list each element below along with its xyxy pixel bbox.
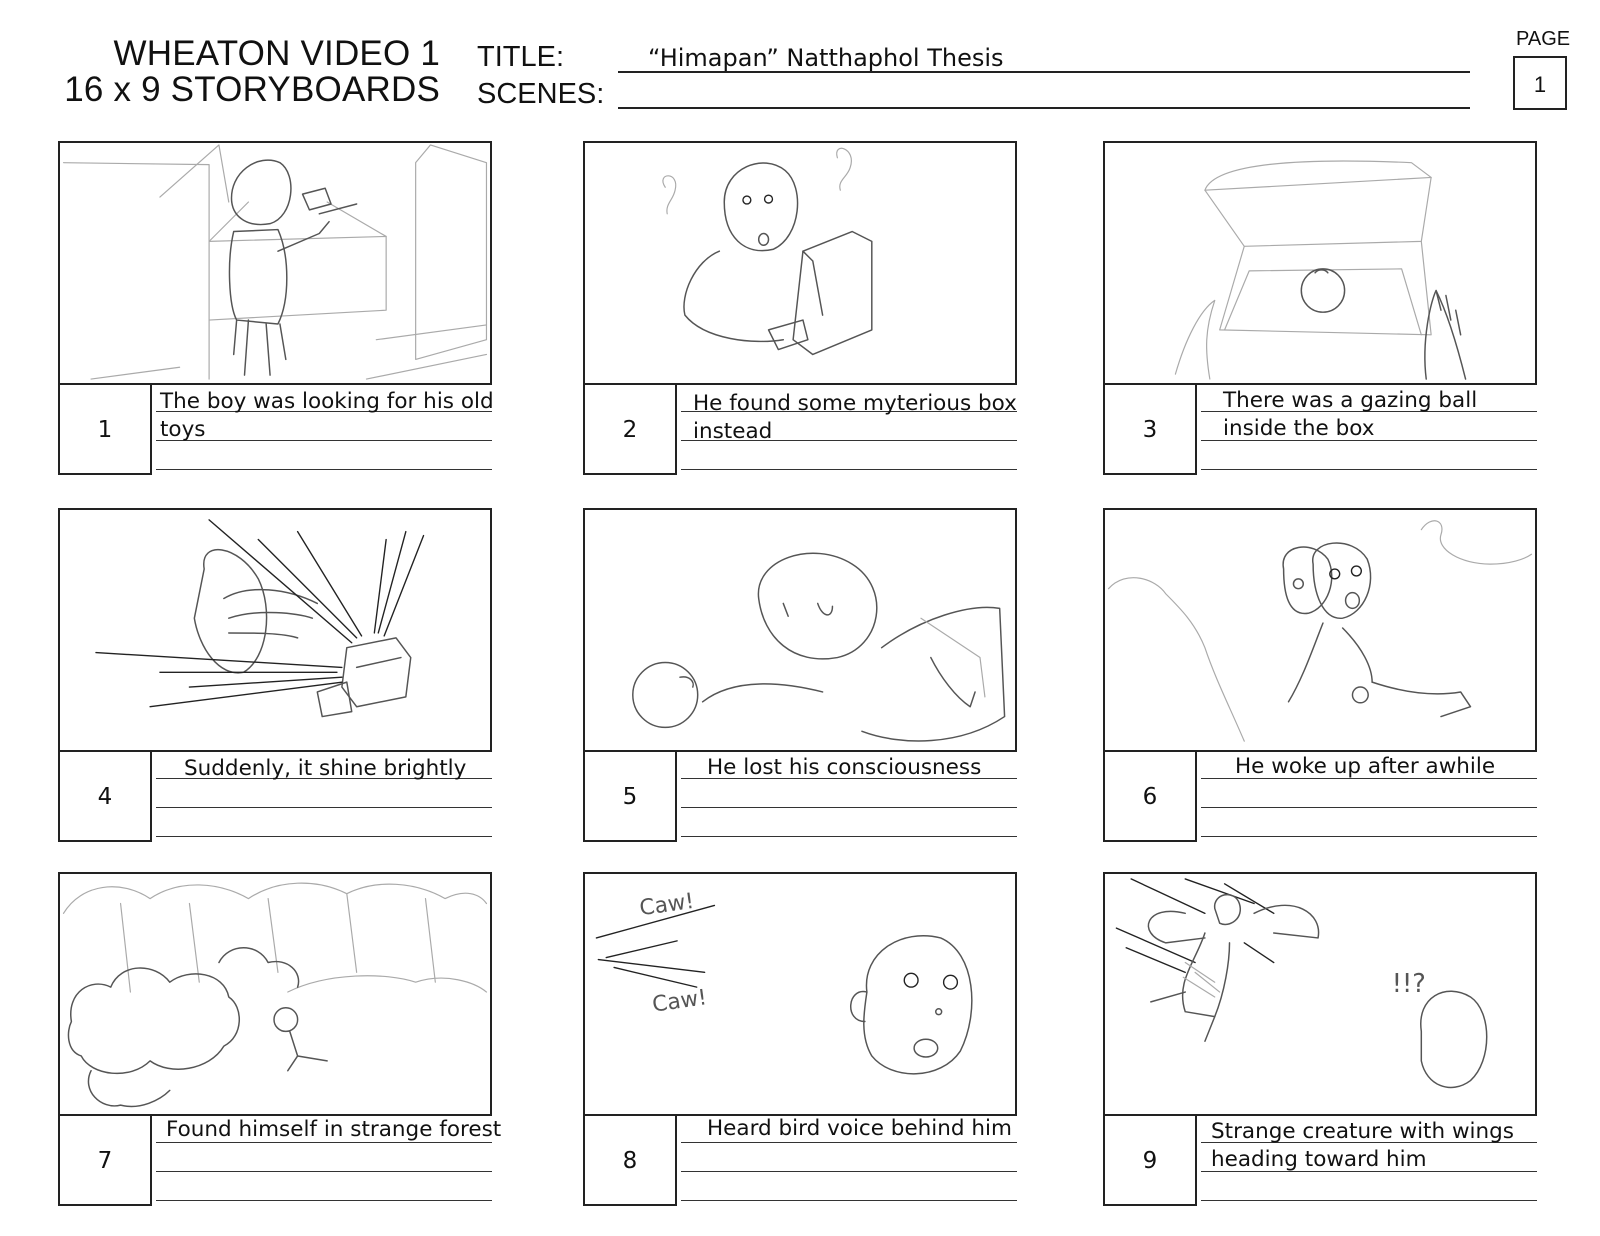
caption-line-2 [1201, 440, 1537, 441]
caption-line-2 [681, 1171, 1017, 1172]
open-box-with-ball-sketch [1174, 160, 1467, 380]
panel-caption: He lost his consciousness [707, 755, 982, 780]
caption-line-1 [1201, 411, 1537, 412]
caption-line-1 [681, 1142, 1017, 1143]
caption-line-2 [156, 807, 492, 808]
caption-line-3 [1201, 469, 1537, 470]
title-underline [618, 71, 1470, 73]
panel-number: 3 [1142, 417, 1158, 443]
panel-number: 9 [1142, 1148, 1158, 1174]
panel-number: 2 [622, 417, 638, 443]
panel-caption: He found some myterious box instead [693, 391, 1017, 444]
panel-frame [1103, 508, 1537, 752]
panel-number-box: 7 [58, 1114, 152, 1206]
panel-caption: The boy was looking for his old toys [160, 389, 494, 442]
caption-line-2 [156, 440, 492, 441]
panel-caption: Strange creature with wings heading towa… [1211, 1119, 1514, 1172]
panel-frame: !!? [1103, 872, 1537, 1116]
caption-line-3 [156, 469, 492, 470]
panel-frame [58, 508, 492, 752]
caption-line-3 [1201, 836, 1537, 837]
panel-frame [583, 508, 1017, 752]
title-label: TITLE: [477, 41, 565, 73]
panel-number-box: 8 [583, 1114, 677, 1206]
brand-header: WHEATON VIDEO 1 16 x 9 STORYBOARDS [40, 36, 440, 108]
brand-line-1: WHEATON VIDEO 1 [113, 34, 440, 73]
panel-number-box: 5 [583, 750, 677, 842]
page-label: PAGE [1516, 28, 1571, 50]
panel-number: 4 [97, 784, 113, 810]
bird-voice-sketch: Caw! Caw! [595, 889, 973, 1075]
panel-number-box: 2 [583, 383, 677, 475]
panel-number-box: 9 [1103, 1114, 1197, 1206]
caption-line-3 [156, 836, 492, 837]
panel-number: 8 [622, 1148, 638, 1174]
page-number: 1 [1533, 72, 1547, 97]
boy-holding-box-sketch [662, 147, 873, 356]
caption-line-1 [1201, 1142, 1537, 1143]
caw-text-2: Caw! [651, 985, 709, 1017]
winged-creature-sketch: !!? [1115, 878, 1488, 1089]
exclaim-text: !!? [1392, 969, 1426, 999]
caption-line-3 [156, 1200, 492, 1201]
caption-line-3 [681, 469, 1017, 470]
caption-line-2 [1201, 1171, 1537, 1172]
scenes-label: SCENES: [477, 78, 605, 110]
page-number-box: 1 [1513, 56, 1567, 110]
panel-frame [583, 141, 1017, 385]
scenes-underline [618, 107, 1470, 109]
panel-number-box: 3 [1103, 383, 1197, 475]
caption-line-2 [1201, 807, 1537, 808]
panel-frame [1103, 141, 1537, 385]
caption-line-2 [156, 1171, 492, 1172]
caw-text-1: Caw! [638, 889, 696, 921]
caption-line-3 [681, 836, 1017, 837]
panel-number: 1 [97, 417, 113, 443]
brand-line-2: 16 x 9 STORYBOARDS [64, 70, 440, 109]
caption-line-1 [681, 778, 1017, 779]
panel-caption: Found himself in strange forest [166, 1117, 502, 1142]
panel-caption: Heard bird voice behind him [707, 1116, 1012, 1141]
panel-frame [58, 872, 492, 1116]
caption-line-2 [681, 807, 1017, 808]
box-shining-sketch [95, 519, 425, 718]
caption-line-1 [1201, 778, 1537, 779]
boy-waking-sketch [1107, 520, 1533, 742]
caption-line-3 [1201, 1200, 1537, 1201]
caption-line-3 [681, 1200, 1017, 1201]
panel-number-box: 1 [58, 383, 152, 475]
caption-line-2 [681, 440, 1017, 441]
caption-line-1 [156, 1142, 492, 1143]
panel-caption: There was a gazing ball inside the box [1223, 388, 1478, 441]
boy-searching-boxes-sketch [62, 144, 488, 380]
panel-caption: Suddenly, it shine brightly [184, 756, 467, 781]
panel-number: 7 [97, 1148, 113, 1174]
caption-line-1 [681, 411, 1017, 412]
panel-frame: Caw! Caw! [583, 872, 1017, 1116]
panel-caption: He woke up after awhile [1235, 754, 1496, 779]
caption-line-1 [156, 778, 492, 779]
panel-number-box: 4 [58, 750, 152, 842]
panel-frame [58, 141, 492, 385]
title-value: “Himapan” Natthaphol Thesis [648, 44, 1004, 72]
panel-number: 6 [1142, 784, 1158, 810]
boy-unconscious-sketch [632, 552, 1006, 742]
panel-number-box: 6 [1103, 750, 1197, 842]
caption-line-1 [156, 411, 492, 412]
forest-sketch [62, 882, 488, 1108]
panel-number: 5 [622, 784, 638, 810]
